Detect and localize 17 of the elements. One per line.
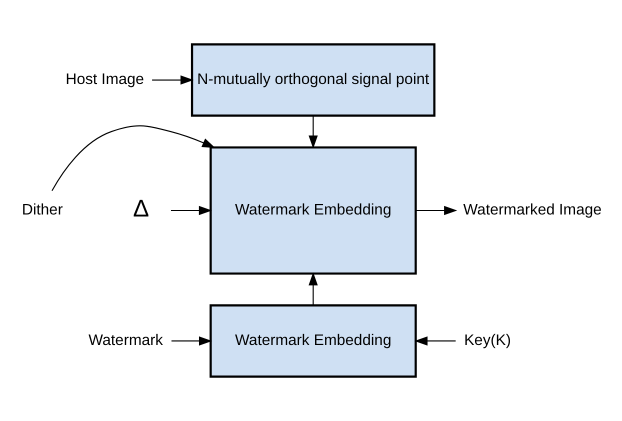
arrow	[308, 116, 318, 149]
node-text: Δ	[132, 196, 150, 223]
arrow	[416, 206, 458, 216]
node-text: Watermarked Image	[463, 202, 602, 219]
node-text: Key(K)	[464, 332, 511, 350]
arrow	[152, 75, 194, 85]
node-box: Watermark Embedding	[210, 304, 417, 378]
arrow	[170, 206, 212, 216]
node-box: N-mutually orthogonal signal point	[190, 43, 436, 117]
arrow	[52, 125, 216, 191]
arrow	[308, 272, 318, 306]
arrow	[171, 336, 212, 346]
node-box: Watermark Embedding	[210, 146, 417, 275]
node-text: Dither	[22, 202, 63, 219]
node-text: Host Image	[66, 71, 144, 88]
node-text: Watermark	[88, 332, 163, 350]
arrow	[414, 336, 456, 346]
